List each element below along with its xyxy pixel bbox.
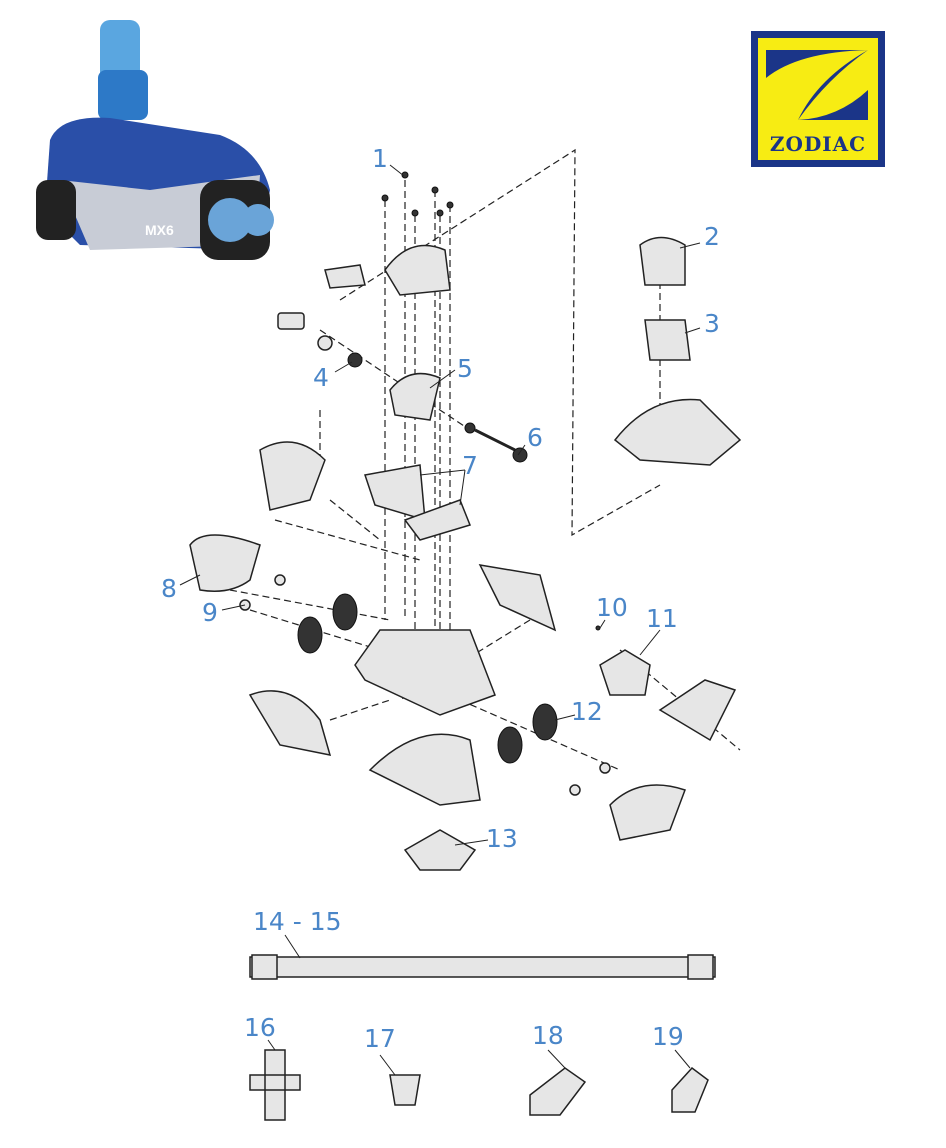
label-16: 16 <box>244 1013 276 1042</box>
label-5: 5 <box>457 354 473 383</box>
label-10: 10 <box>596 593 628 622</box>
label-4: 4 <box>313 363 329 392</box>
top-cover-part <box>613 398 742 466</box>
track-right <box>609 784 686 841</box>
label-13: 13 <box>486 824 518 853</box>
part-19-elbow <box>671 1066 709 1113</box>
logo-wordmark: ZODIAC <box>769 132 867 156</box>
part-13-skirt <box>403 829 477 871</box>
label-2: 2 <box>704 222 720 251</box>
zodiac-z-mark <box>766 50 868 120</box>
part-7-turbine-housing <box>364 464 426 522</box>
robot-product-image: MX6 <box>36 20 274 260</box>
part-11-valve <box>599 649 651 696</box>
top-bracket-part <box>384 244 451 296</box>
part-17-cone <box>389 1074 421 1106</box>
part-7-turbine-housing-lower <box>403 499 472 541</box>
label-3: 3 <box>704 309 720 338</box>
label-1: 1 <box>372 144 388 173</box>
side-panel-right <box>478 564 557 632</box>
label-11: 11 <box>646 604 678 633</box>
label-18: 18 <box>532 1021 564 1050</box>
part-6-axle-bolt <box>464 422 528 463</box>
leader-lines <box>179 164 701 1076</box>
label-7: 7 <box>462 451 478 480</box>
part-14-15-hose <box>249 954 716 980</box>
chassis-body <box>354 629 496 716</box>
label-12: 12 <box>571 697 603 726</box>
part-1-screws <box>381 171 454 217</box>
side-panel-left <box>259 441 326 511</box>
part-3-swivel <box>644 319 691 361</box>
part-number-labels: 1 2 3 4 5 6 7 8 9 10 11 12 13 14 - 15 16… <box>161 144 720 1053</box>
label-17: 17 <box>364 1024 396 1053</box>
zodiac-logo: ZODIAC <box>751 31 885 167</box>
model-badge: MX6 <box>145 222 174 238</box>
part-18-elbow <box>529 1067 587 1116</box>
handle-part <box>658 679 737 742</box>
part-16-regulator <box>249 1049 301 1121</box>
clip-part <box>324 264 366 289</box>
bottom-cover-left <box>248 690 332 756</box>
label-8: 8 <box>161 574 177 603</box>
part-8-track <box>189 534 261 592</box>
part-10-screw <box>595 625 601 631</box>
base-plate <box>368 733 481 806</box>
part-4-fittings <box>277 312 363 368</box>
label-6: 6 <box>527 423 543 452</box>
part-9-wheels <box>239 574 611 796</box>
label-19: 19 <box>652 1022 684 1051</box>
part-5-turbine-half <box>389 372 441 421</box>
label-9: 9 <box>202 598 218 627</box>
label-14-15: 14 - 15 <box>253 907 342 936</box>
part-2-handle-cap <box>639 236 686 286</box>
